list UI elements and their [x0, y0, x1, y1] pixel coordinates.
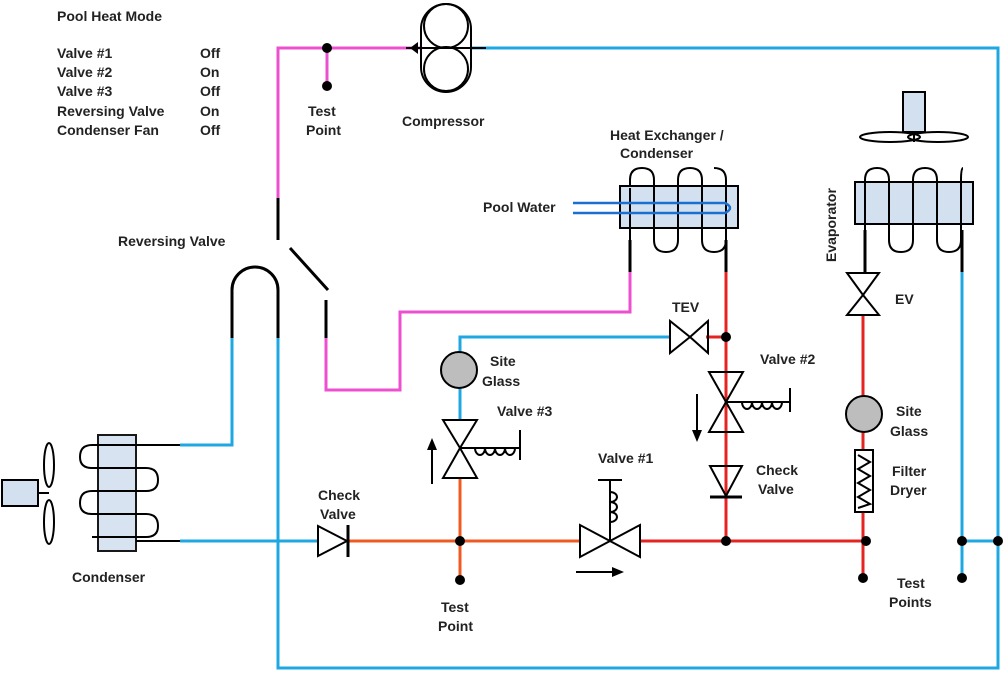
valve3-label: Valve #3	[497, 403, 552, 419]
mode-title: Pool Heat Mode	[57, 8, 162, 24]
heat-exchanger: Heat Exchanger / Condenser Pool Water	[483, 127, 739, 272]
junction-dot	[721, 536, 731, 546]
valve1-label: Valve #1	[598, 450, 653, 466]
arrow-left-icon	[410, 42, 418, 54]
valve2-label: Valve #2	[760, 351, 815, 367]
valve-3: Valve #3	[427, 403, 552, 484]
valve-state-name-3: Valve #3	[57, 83, 112, 99]
discharge-to-hx-line	[324, 272, 632, 392]
filter-dryer-label-2: Dryer	[890, 482, 927, 498]
valve-state-value-2: On	[200, 64, 219, 80]
outdoor-condenser: Condenser	[1, 434, 180, 585]
test-point-top-label-1: Test	[308, 103, 336, 119]
ev-label: EV	[895, 291, 914, 307]
valve-1: Valve #1	[576, 450, 653, 577]
valve-state-value-1: Off	[200, 45, 221, 61]
site-glass-left-label-1: Site	[490, 353, 516, 369]
test-point-bottom-label-2: Point	[438, 618, 473, 634]
site-glass-left: Site Glass	[440, 351, 520, 389]
reversing-valve: Reversing Valve	[118, 198, 330, 338]
arrow-up-icon	[427, 438, 437, 450]
suction-loop-line	[276, 46, 1000, 670]
check-valve-right-label-1: Check	[756, 462, 798, 478]
compressor: Compressor	[402, 3, 486, 129]
junction-dot	[721, 332, 731, 342]
orange-lines	[348, 478, 580, 578]
valve-2: Valve #2	[692, 351, 815, 442]
check-valve-right-label-2: Valve	[758, 481, 794, 497]
junction-dot	[322, 43, 332, 53]
junction-dot	[861, 536, 871, 546]
check-valve-left-label-2: Valve	[320, 506, 356, 522]
site-glass-right: Site Glass	[845, 395, 928, 439]
check-valve-right: Check Valve	[708, 462, 798, 499]
condenser-fan-motor	[1, 479, 39, 507]
condenser-label: Condenser	[72, 569, 146, 585]
evaporator-fan-motor	[902, 91, 926, 133]
test-point-dot	[957, 573, 967, 583]
filter-dryer: Filter Dryer	[854, 449, 927, 513]
reversing-valve-label: Reversing Valve	[118, 233, 226, 249]
ev-valve: EV	[844, 272, 914, 316]
pool-water-label: Pool Water	[483, 199, 556, 215]
valve-state-value-4: On	[200, 103, 219, 119]
test-point-bottom-label-1: Test	[441, 599, 469, 615]
compressor-discharge-line	[276, 46, 420, 198]
valve-state-name-4: Reversing Valve	[57, 103, 165, 119]
arrow-down-icon	[692, 430, 702, 442]
suction-lines	[180, 46, 1000, 670]
test-point-dot	[455, 575, 465, 585]
test-point-dot	[858, 573, 868, 583]
valve-state-value-5: Off	[200, 122, 221, 138]
evaporator-label: Evaporator	[823, 188, 839, 262]
discharge-lines	[276, 46, 632, 392]
evaporator: Evaporator	[823, 91, 974, 272]
valve-state-name-5: Condenser Fan	[57, 122, 159, 138]
junction-dot	[455, 536, 465, 546]
test-point-dot	[322, 81, 332, 91]
junction-dot	[993, 536, 1003, 546]
site-glass-right-label-2: Glass	[890, 423, 928, 439]
tev-to-valve3-line	[458, 335, 670, 420]
mode-legend: Pool Heat Mode Valve #1 Off Valve #2 On …	[57, 8, 221, 138]
pool-water-coil	[573, 201, 732, 215]
site-glass-left-label-2: Glass	[482, 373, 520, 389]
valve-state-value-3: Off	[200, 83, 221, 99]
tev-valve: TEV	[669, 299, 709, 356]
test-points-right-label-1: Test	[897, 575, 925, 591]
arrow-right-icon	[612, 567, 624, 577]
condenser-top-line	[180, 338, 234, 447]
compressor-label: Compressor	[402, 113, 485, 129]
test-points-right-label-2: Points	[889, 594, 932, 610]
test-point-top-label-2: Point	[306, 122, 341, 138]
junction-dot	[957, 536, 967, 546]
filter-dryer-label-1: Filter	[892, 463, 927, 479]
site-glass-right-label-1: Site	[896, 403, 922, 419]
tev-label: TEV	[672, 299, 700, 315]
check-valve-left: Check Valve	[317, 487, 360, 558]
hx-label-1: Heat Exchanger /	[610, 127, 724, 143]
valve-state-name-2: Valve #2	[57, 64, 112, 80]
valve-state-name-1: Valve #1	[57, 45, 112, 61]
check-valve-left-label-1: Check	[318, 487, 360, 503]
liquid-lines	[640, 272, 866, 578]
hx-label-2: Condenser	[620, 145, 694, 161]
